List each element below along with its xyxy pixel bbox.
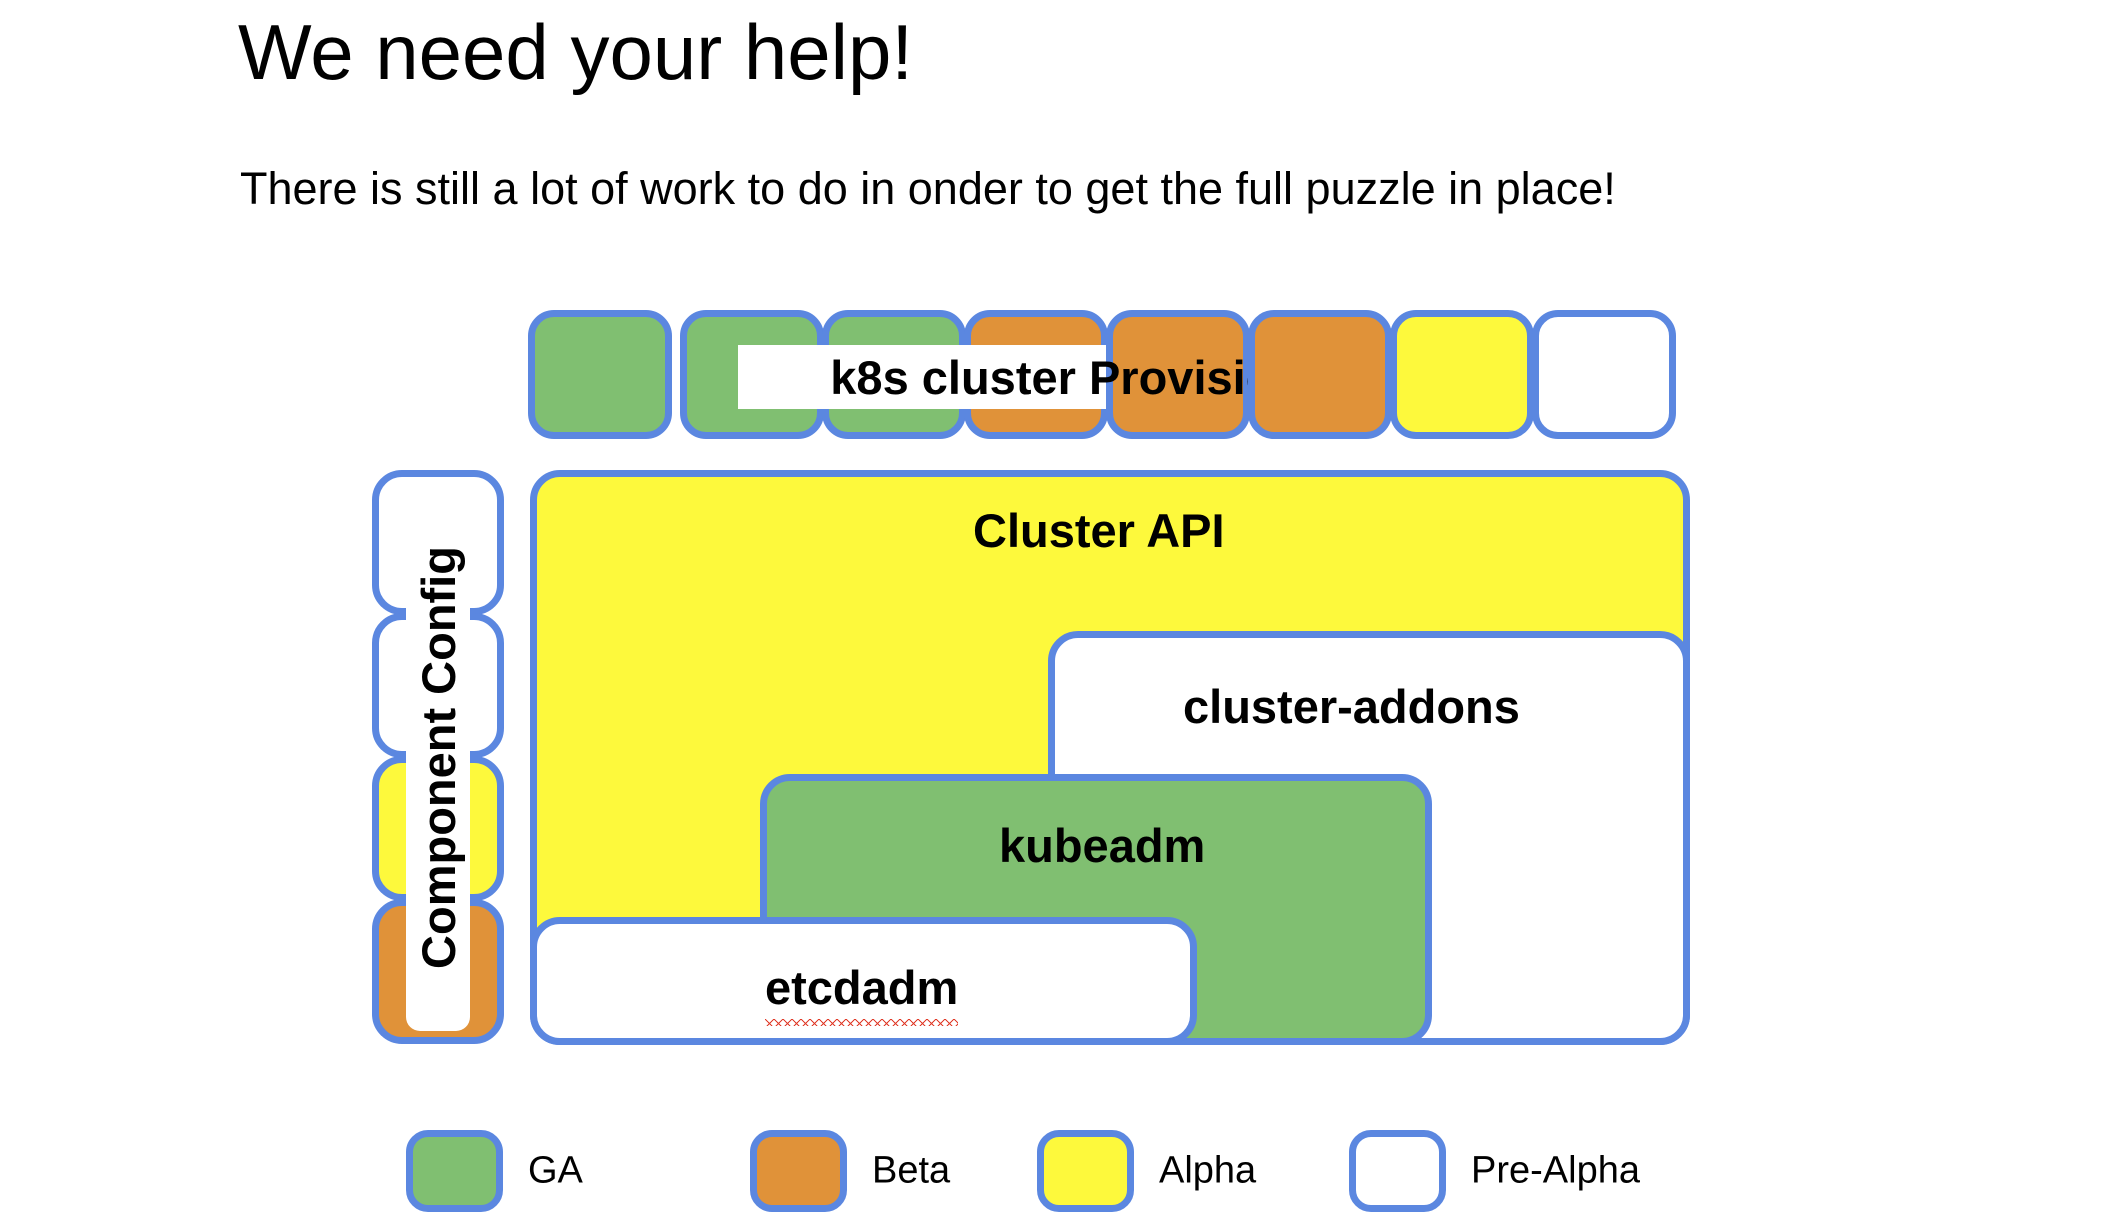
maturity-legend: GA Beta Alpha Pre-Alpha xyxy=(0,1130,2126,1228)
legend-swatch-alpha xyxy=(1037,1130,1134,1212)
provisioner-box-7[interactable] xyxy=(1390,310,1534,439)
provisioner-box-1[interactable] xyxy=(528,310,672,439)
legend-label-ga: GA xyxy=(528,1149,583,1192)
label-etcdadm-wrap: etcdadm xyxy=(765,960,958,1015)
component-config-label-wrap: Component Config xyxy=(406,483,470,1031)
label-etcdadm: etcdadm xyxy=(765,961,959,1014)
legend-label-pre-alpha: Pre-Alpha xyxy=(1471,1149,1640,1192)
legend-swatch-ga xyxy=(406,1130,503,1212)
legend-swatch-beta xyxy=(750,1130,847,1212)
legend-label-beta: Beta xyxy=(872,1149,951,1192)
page-title: We need your help! xyxy=(238,8,913,96)
component-config-label-plate xyxy=(406,483,470,1031)
component-config-label: Component Config xyxy=(411,545,465,969)
label-cluster-api: Cluster API xyxy=(973,504,1225,557)
provisioner-box-5[interactable] xyxy=(1106,310,1250,439)
legend-label-alpha: Alpha xyxy=(1159,1149,1257,1192)
legend-swatch-pre-alpha xyxy=(1349,1130,1446,1212)
page-subtitle: There is still a lot of work to do in on… xyxy=(240,163,1616,214)
label-cluster-addons: cluster-addons xyxy=(1183,680,1520,733)
provisioner-box-6[interactable] xyxy=(1248,310,1392,439)
label-kubeadm: kubeadm xyxy=(999,819,1206,872)
provisioner-box-8[interactable] xyxy=(1532,310,1676,439)
